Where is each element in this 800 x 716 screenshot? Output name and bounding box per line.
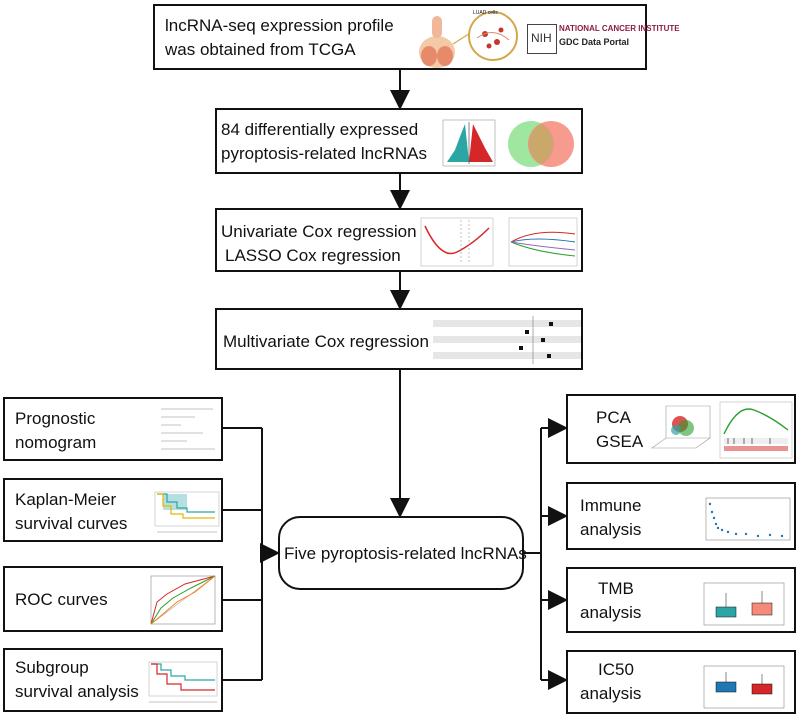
- tmb-box: TMB analysis: [566, 567, 796, 633]
- subgroup-km-thumb: [148, 661, 218, 703]
- subgroup-box: Subgroup survival analysis: [3, 648, 223, 712]
- ic50-boxplot-thumb: [703, 665, 785, 709]
- cox-lasso-box: Univariate Cox regression LASSO Cox regr…: [215, 208, 583, 272]
- nomogram-thumb: [161, 408, 215, 450]
- tcga-line2: was obtained from TCGA: [165, 40, 356, 59]
- right-1-line2: analysis: [580, 520, 642, 539]
- left-1-line2: survival curves: [15, 514, 128, 533]
- deg-line2: pyroptosis-related lncRNAs: [221, 144, 427, 163]
- nih-logo: NIH: [527, 24, 557, 54]
- univariate-label: Univariate Cox regression: [221, 222, 417, 241]
- pca-3d-thumb: [651, 405, 711, 449]
- left-0-line1: Prognostic: [15, 409, 96, 428]
- right-3-line1: IC50: [598, 660, 634, 679]
- right-1-line1: Immune: [580, 496, 642, 515]
- tcga-line1: lncRNA-seq expression profile: [165, 16, 394, 35]
- immune-scatter-thumb: [705, 497, 791, 541]
- left-0-line2: nomogram: [15, 433, 97, 452]
- left-3-line2: survival analysis: [15, 682, 139, 701]
- pca-gsea-box: PCA GSEA: [566, 394, 796, 464]
- thumb-label: LUAD cells: [473, 10, 498, 16]
- multivariate-box: Multivariate Cox regression: [215, 308, 583, 370]
- km-curve-thumb: [154, 491, 220, 533]
- gdc-text: GDC Data Portal: [559, 37, 630, 47]
- right-2-line1: TMB: [598, 579, 634, 598]
- right-0-line1: PCA: [596, 408, 631, 427]
- tcga-source-box: lncRNA-seq expression profile was obtain…: [153, 4, 680, 70]
- lasso-cv-thumb: [420, 217, 494, 267]
- nomogram-box: Prognostic nomogram: [3, 397, 223, 461]
- lasso-label: LASSO Cox regression: [225, 246, 401, 265]
- center-label: Five pyroptosis-related lncRNAs: [284, 544, 527, 563]
- deg-line1: 84 differentially expressed: [221, 120, 419, 139]
- deg-box: 84 differentially expressed pyroptosis-r…: [215, 108, 583, 174]
- five-lncrnas-node: Five pyroptosis-related lncRNAs: [278, 516, 527, 590]
- tmb-boxplot-thumb: [703, 582, 785, 626]
- nci-text: NATIONAL CANCER INSTITUTE: [559, 24, 680, 33]
- venn-diagram-thumb: [508, 121, 574, 167]
- roc-curve-thumb: [150, 575, 216, 625]
- roc-box: ROC curves: [3, 566, 223, 632]
- right-3-line2: analysis: [580, 684, 642, 703]
- ic50-box: IC50 analysis: [566, 650, 796, 714]
- lung-cells-illustration: [419, 11, 518, 68]
- lasso-path-thumb: [508, 217, 578, 267]
- multivariate-label: Multivariate Cox regression: [223, 332, 429, 351]
- left-1-line1: Kaplan-Meier: [15, 490, 117, 509]
- forest-plot-thumb: [433, 316, 581, 364]
- right-2-line2: analysis: [580, 603, 642, 622]
- left-2-line1: ROC curves: [15, 590, 108, 609]
- volcano-plot-thumb: [442, 119, 496, 167]
- left-3-line1: Subgroup: [15, 658, 89, 677]
- immune-box: Immune analysis: [566, 482, 796, 550]
- right-0-line2: GSEA: [596, 432, 644, 451]
- km-box: Kaplan-Meier survival curves: [3, 478, 223, 542]
- gsea-thumb: [719, 401, 793, 459]
